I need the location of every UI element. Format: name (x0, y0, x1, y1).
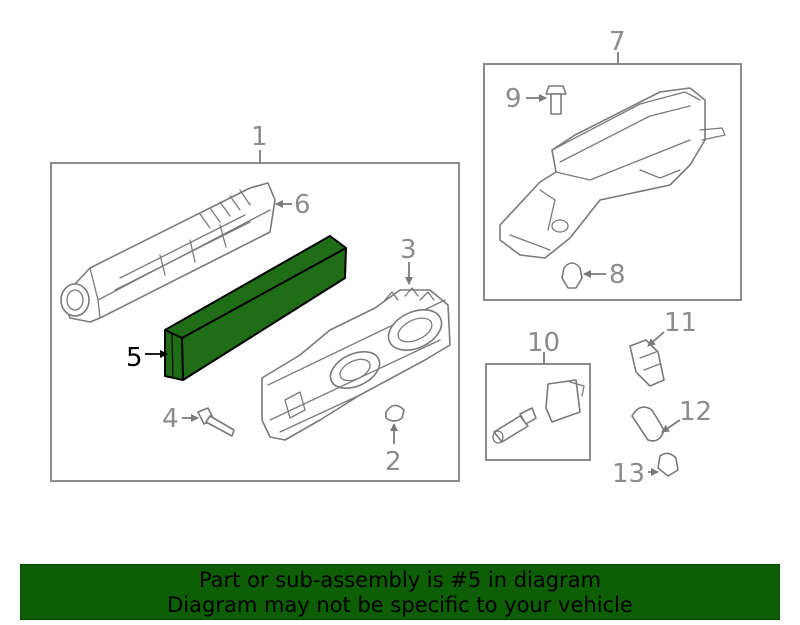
part-11-connector (629, 339, 665, 387)
assembly-box-10 (485, 363, 591, 461)
callout-2: 2 (385, 447, 402, 477)
part-2-grommet (385, 404, 405, 422)
callout-7: 7 (609, 27, 626, 57)
part-9-bolt (545, 85, 567, 115)
callout-11: 11 (664, 308, 697, 338)
callout-3: 3 (400, 235, 417, 265)
part-6-cover (60, 182, 276, 323)
leader-12 (661, 419, 681, 433)
callout-1: 1 (251, 122, 268, 152)
callout-9: 9 (505, 84, 522, 114)
assembly-box-1 (50, 162, 460, 482)
leader-11 (647, 331, 665, 347)
part-4-bolt (197, 407, 235, 437)
callout-12: 12 (679, 397, 712, 427)
part-13-fitting (657, 452, 679, 477)
callout-10: 10 (527, 328, 560, 358)
callout-6: 6 (294, 190, 311, 220)
notice-line-disclaimer: Diagram may not be specific to your vehi… (167, 593, 633, 617)
assembly-box-7 (483, 63, 742, 301)
part-5-filter-element (164, 235, 347, 381)
callout-5: 5 (126, 343, 143, 373)
callout-4: 4 (162, 404, 179, 434)
notice-banner: Part or sub-assembly is #5 in diagram Di… (20, 564, 780, 620)
callout-8: 8 (609, 260, 626, 290)
part-10-sensor (492, 379, 585, 444)
part-12-hose (631, 406, 665, 442)
notice-line-part: Part or sub-assembly is #5 in diagram (198, 568, 602, 592)
part-3-housing (261, 287, 451, 441)
parts-diagram: 1 2 3 4 5 6 7 8 9 10 11 12 13 (50, 27, 742, 489)
part-8-clip (561, 262, 583, 289)
callout-13: 13 (612, 459, 645, 489)
part-7-duct (499, 87, 726, 259)
